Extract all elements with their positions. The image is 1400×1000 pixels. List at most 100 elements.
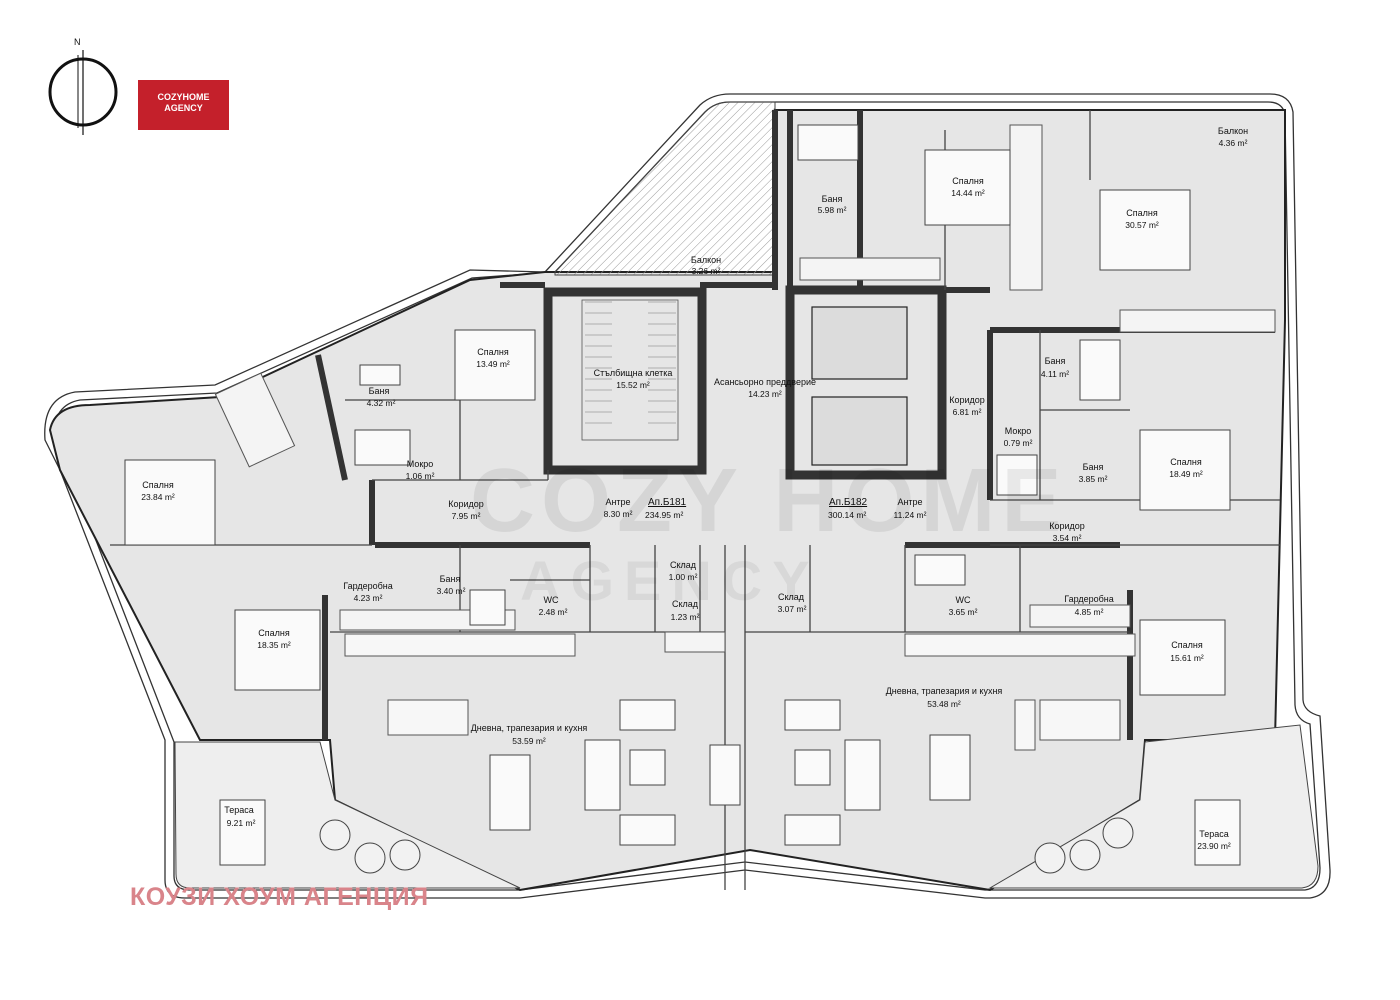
- room-label: WC 2.48 m²: [539, 595, 568, 617]
- svg-text:4.11 m²: 4.11 m²: [1041, 369, 1069, 379]
- svg-text:Балкон: Балкон: [691, 255, 721, 265]
- room-label: Спалня 23.84 m²: [141, 480, 175, 502]
- svg-text:Спалня: Спалня: [258, 628, 290, 638]
- svg-text:0.79 m²: 0.79 m²: [1004, 438, 1033, 448]
- svg-text:2.48 m²: 2.48 m²: [539, 607, 568, 617]
- apartment-area-b181: 234.95 m²: [645, 510, 683, 520]
- room-label: Гардеробна 4.85 m²: [1064, 594, 1114, 617]
- living-furniture: [219, 699, 1241, 866]
- room-label: WC3.65 m²: [949, 595, 978, 617]
- stair-steps: [585, 301, 676, 424]
- svg-text:Гардеробна: Гардеробна: [343, 581, 393, 591]
- svg-text:9.21 m²: 9.21 m²: [227, 818, 256, 828]
- svg-text:Склад: Склад: [672, 599, 699, 609]
- svg-text:Баня: Баня: [369, 386, 390, 396]
- svg-text:Спалня: Спалня: [142, 480, 174, 490]
- watermark-subline: AGENCY: [520, 549, 820, 612]
- svg-text:Гардеробна: Гардеробна: [1064, 594, 1114, 604]
- svg-text:Склад: Склад: [778, 592, 805, 602]
- svg-text:8.30 m²: 8.30 m²: [604, 509, 633, 519]
- svg-text:4.23 m²: 4.23 m²: [354, 593, 383, 603]
- svg-text:23.90 m²: 23.90 m²: [1197, 841, 1231, 851]
- svg-text:18.49 m²: 18.49 m²: [1169, 469, 1203, 479]
- svg-text:Спалня: Спалня: [477, 347, 509, 357]
- svg-text:15.52 m²: 15.52 m²: [616, 380, 650, 390]
- svg-text:4.85 m²: 4.85 m²: [1075, 607, 1104, 617]
- svg-text:Баня: Баня: [1045, 356, 1066, 366]
- svg-text:3.85 m²: 3.85 m²: [1079, 474, 1108, 484]
- svg-text:30.57 m²: 30.57 m²: [1125, 220, 1159, 230]
- room-label: Баня 4.32 m²: [367, 386, 396, 408]
- apartment-labels: Ап.Б181 234.95 m² Ап.Б182 300.14 m²: [645, 497, 868, 520]
- svg-text:Коридор: Коридор: [1049, 521, 1085, 531]
- room-label: Дневна, трапезария и кухня 53.48 m²: [886, 686, 1003, 709]
- kitchen-counters: [344, 633, 1136, 751]
- svg-text:Спалня: Спалня: [1126, 208, 1158, 218]
- room-label: Баня 3.85 m²: [1079, 462, 1108, 484]
- building-footprint: [48, 109, 1286, 892]
- room-label: Коридор 6.81 m²: [949, 395, 985, 417]
- svg-text:Антре: Антре: [897, 497, 922, 507]
- svg-text:1.23 m²: 1.23 m²: [671, 612, 700, 622]
- logo-line-1: COZYHOME: [157, 92, 210, 102]
- svg-text:Тераса: Тераса: [1199, 829, 1229, 839]
- svg-text:14.23 m²: 14.23 m²: [748, 389, 782, 399]
- room-label: Антре 8.30 m²: [604, 497, 633, 519]
- svg-text:5.98 m²: 5.98 m²: [818, 205, 847, 215]
- svg-text:1.06 m²: 1.06 m²: [406, 471, 435, 481]
- svg-text:Коридор: Коридор: [949, 395, 985, 405]
- svg-text:WC: WC: [956, 595, 971, 605]
- compass-rose: N: [48, 37, 118, 135]
- svg-text:23.84 m²: 23.84 m²: [141, 492, 175, 502]
- svg-text:Мокро: Мокро: [407, 459, 434, 469]
- room-label: Мокро 1.06 m²: [406, 459, 435, 481]
- svg-text:4.32 m²: 4.32 m²: [367, 398, 396, 408]
- room-label: Спалня 15.61 m²: [1170, 640, 1204, 663]
- svg-text:Асансьорно преддверие: Асансьорно преддверие: [714, 377, 816, 387]
- room-label: Асансьорно преддверие 14.23 m²: [714, 377, 816, 399]
- room-label: Коридор 7.95 m²: [448, 499, 484, 521]
- svg-text:14.44 m²: 14.44 m²: [951, 188, 985, 198]
- svg-text:Коридор: Коридор: [448, 499, 484, 509]
- svg-text:Спалня: Спалня: [952, 176, 984, 186]
- svg-text:Дневна, трапезария и кухня: Дневна, трапезария и кухня: [886, 686, 1003, 696]
- svg-text:53.59 m²: 53.59 m²: [512, 736, 546, 746]
- apartment-label-b182: Ап.Б182: [829, 497, 868, 508]
- svg-text:Антре: Антре: [605, 497, 630, 507]
- svg-text:Стълбищна клетка: Стълбищна клетка: [594, 368, 673, 378]
- svg-text:Баня: Баня: [1083, 462, 1104, 472]
- terrace-chairs: [319, 817, 1134, 874]
- svg-text:53.48 m²: 53.48 m²: [927, 699, 961, 709]
- svg-text:4.36 m²: 4.36 m²: [1219, 138, 1248, 148]
- room-label: Гардеробна 4.23 m²: [343, 581, 393, 603]
- logo-line-2: AGENCY: [164, 103, 203, 113]
- svg-text:6.81 m²: 6.81 m²: [953, 407, 982, 417]
- svg-text:3.54 m²: 3.54 m²: [1053, 533, 1082, 543]
- svg-text:Баня: Баня: [822, 194, 843, 204]
- bath-fixtures: [354, 124, 1121, 626]
- beds: [124, 149, 1231, 696]
- svg-text:Баня: Баня: [440, 574, 461, 584]
- room-label: Стълбищна клетка 15.52 m²: [594, 368, 673, 390]
- svg-text:1.00 m²: 1.00 m²: [669, 572, 698, 582]
- svg-text:15.61 m²: 15.61 m²: [1170, 653, 1204, 663]
- svg-text:7.95 m²: 7.95 m²: [452, 511, 481, 521]
- svg-text:Спалня: Спалня: [1170, 457, 1202, 467]
- room-label: Спалня 18.49 m²: [1169, 457, 1203, 479]
- svg-text:WC: WC: [544, 595, 559, 605]
- svg-text:Спалня: Спалня: [1171, 640, 1203, 650]
- room-label: Склад 1.23 m²: [671, 599, 700, 622]
